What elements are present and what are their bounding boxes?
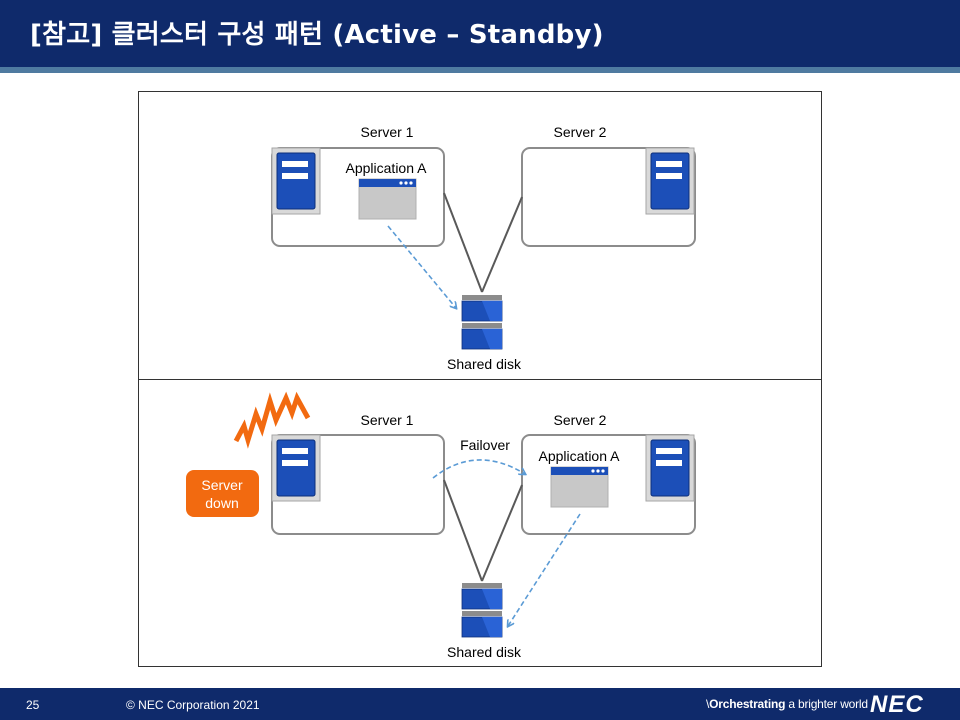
failover-label: Failover xyxy=(460,437,510,453)
server2-label: Server 2 xyxy=(554,412,607,428)
application-window-icon xyxy=(550,466,609,508)
server-icon xyxy=(645,434,695,502)
connection-line xyxy=(443,192,483,293)
tagline-rest: a brighter world xyxy=(785,697,868,711)
app-label: Application A xyxy=(346,160,428,176)
server-down-line1: Server xyxy=(201,477,243,493)
server-icon xyxy=(271,147,321,215)
slide-title: [참고] 클러스터 구성 패턴 (Active – Standby) xyxy=(30,20,604,50)
page-number: 25 xyxy=(26,698,40,712)
app-label: Application A xyxy=(539,448,621,464)
shared-disk-label: Shared disk xyxy=(447,644,522,660)
server2-label: Server 2 xyxy=(554,124,607,140)
failover-arrow xyxy=(432,459,525,479)
shared-disk-label: Shared disk xyxy=(447,356,522,372)
server1-label: Server 1 xyxy=(361,412,414,428)
data-flow-arrow xyxy=(387,225,456,308)
server1-label: Server 1 xyxy=(361,124,414,140)
connection-line xyxy=(443,479,483,582)
application-window-icon xyxy=(358,178,417,220)
tagline-slash: \ xyxy=(706,697,710,711)
data-flow-arrow xyxy=(508,513,581,626)
footer: 25 © NEC Corporation 2021 \Orchestrating… xyxy=(0,688,960,720)
title-bar: [참고] 클러스터 구성 패턴 (Active – Standby) xyxy=(0,0,960,67)
connection-line xyxy=(481,196,523,293)
copyright: © NEC Corporation 2021 xyxy=(126,698,260,712)
title-underline xyxy=(0,67,960,73)
server-down-badge xyxy=(186,470,259,517)
server-icon xyxy=(271,434,321,502)
server-down-line2: down xyxy=(205,495,238,511)
connection-line xyxy=(481,484,523,582)
server-icon xyxy=(645,147,695,215)
tagline: \Orchestrating a brighter world xyxy=(706,697,868,711)
nec-logo: NEC xyxy=(870,691,924,718)
tagline-bold: Orchestrating xyxy=(709,697,786,711)
failure-bolt-icon xyxy=(233,391,311,449)
